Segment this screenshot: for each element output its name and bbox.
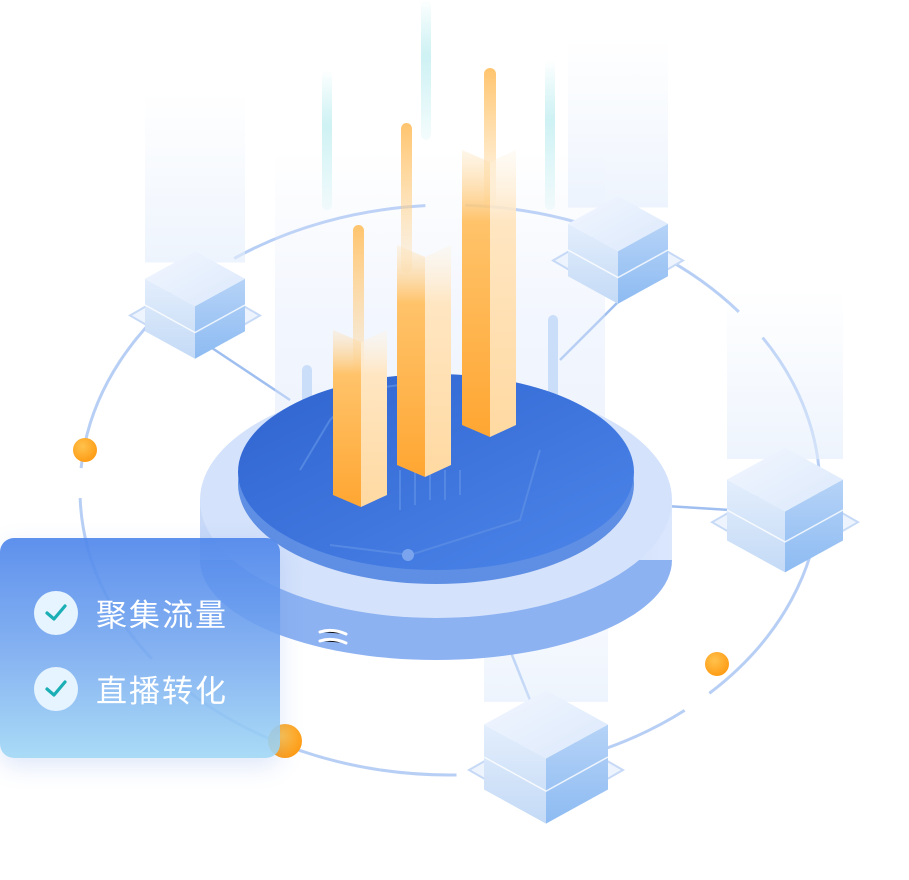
bar <box>397 245 451 477</box>
cube <box>553 38 683 304</box>
feature-item: 直播转化 <box>34 666 228 711</box>
feature-label: 直播转化 <box>96 666 228 711</box>
feature-label: 聚集流量 <box>96 590 228 635</box>
orbit-dot <box>73 438 97 462</box>
check-circle-icon <box>34 667 78 711</box>
cube <box>130 93 260 359</box>
orbit-dot <box>705 652 729 676</box>
feature-card: 聚集流量 直播转化 <box>0 538 280 758</box>
feature-item: 聚集流量 <box>34 590 228 635</box>
cube <box>712 289 858 572</box>
bar <box>462 150 516 437</box>
bar <box>333 330 387 507</box>
check-circle-icon <box>34 591 78 635</box>
